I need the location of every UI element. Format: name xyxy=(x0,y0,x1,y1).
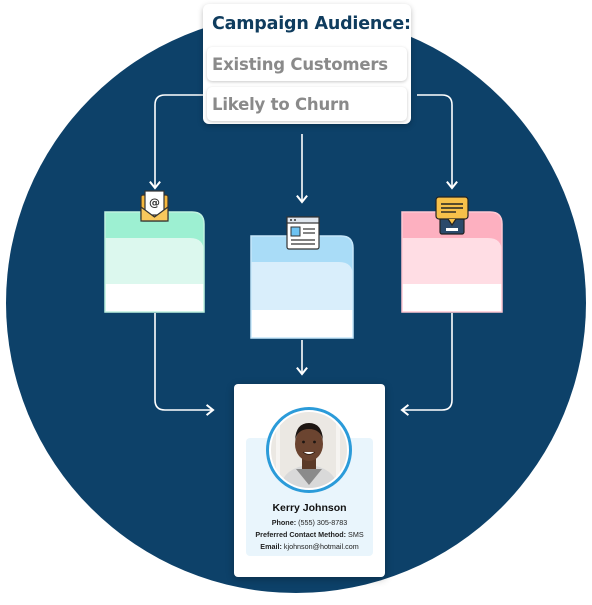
profile-contact-method: Preferred Contact Method: SMS xyxy=(234,530,385,539)
avatar xyxy=(266,407,352,493)
svg-text:@: @ xyxy=(149,196,160,209)
email-value: kjohnson@hotmail.com xyxy=(283,542,359,551)
audience-item-existing-customers: Existing Customers xyxy=(207,47,407,81)
audience-item-likely-to-churn: Likely to Churn xyxy=(207,87,407,121)
web-page-icon xyxy=(286,216,320,250)
arrow-to-sms xyxy=(417,94,458,190)
sms-chat-icon xyxy=(435,196,469,235)
audience-item-label: Likely to Churn xyxy=(212,95,350,114)
phone-label: Phone: xyxy=(271,518,297,527)
email-label: Email: xyxy=(260,542,282,551)
contact-method-label: Preferred Contact Method: xyxy=(255,530,347,539)
contact-method-value: SMS xyxy=(348,530,364,539)
profile-email: Email: kjohnson@hotmail.com xyxy=(234,542,385,551)
arrow-email-to-profile xyxy=(154,313,215,416)
campaign-audience-title: Campaign Audience: xyxy=(212,14,411,34)
customer-profile-card: Kerry Johnson Phone: (555) 305-8783 Pref… xyxy=(234,384,385,577)
phone-value: (555) 305-8783 xyxy=(298,518,348,527)
profile-name: Kerry Johnson xyxy=(272,502,347,514)
email-icon: @ xyxy=(140,190,169,222)
channel-card-web xyxy=(250,235,354,339)
campaign-audience-card: Campaign Audience: Existing Customers Li… xyxy=(203,4,411,124)
arrow-to-email xyxy=(149,94,203,190)
profile-phone: Phone: (555) 305-8783 xyxy=(234,518,385,527)
arrow-sms-to-profile xyxy=(400,313,453,416)
audience-item-label: Existing Customers xyxy=(212,55,388,74)
channel-card-sms xyxy=(401,211,503,313)
avatar-photo xyxy=(269,410,349,490)
channel-card-email xyxy=(104,211,205,313)
